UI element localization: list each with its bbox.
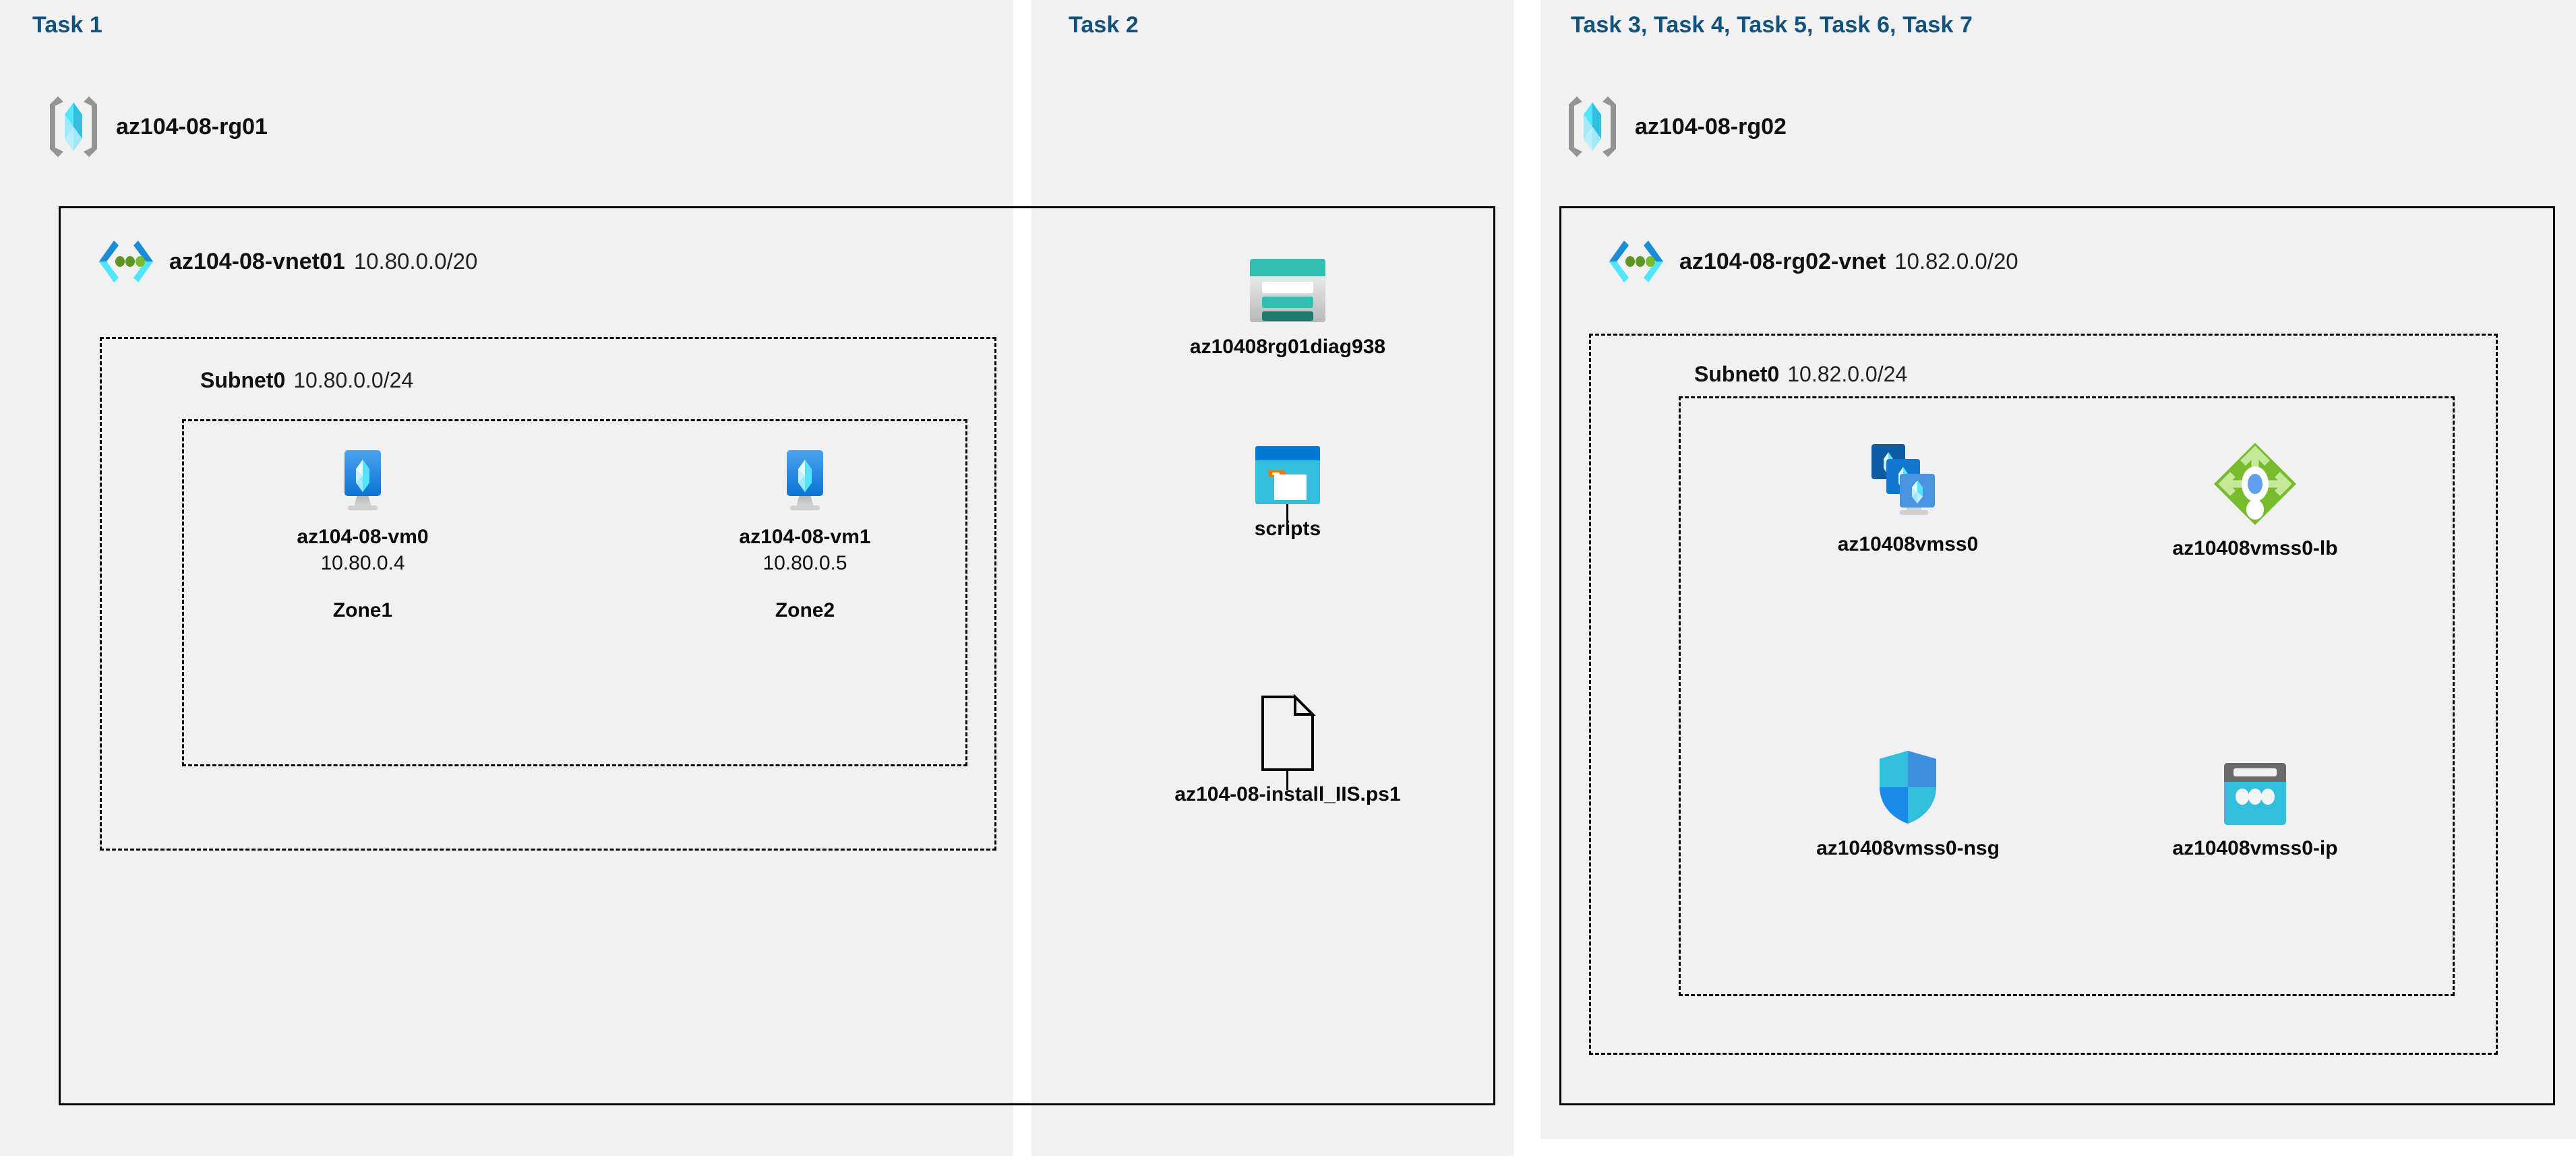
panel-task2 <box>1031 0 1514 1156</box>
public-ip-address-icon <box>2220 762 2290 826</box>
network-security-group-icon <box>1874 748 1942 826</box>
subnet01-inner-boundary <box>182 419 967 766</box>
virtual-machine-icon <box>773 445 837 515</box>
vm-scale-set-icon <box>1861 441 1955 522</box>
vm0-ip: 10.80.0.4 <box>320 552 405 575</box>
task3-heading: Task 3, Task 4, Task 5, Task 6, Task 7 <box>1571 12 1973 38</box>
blob-container-icon <box>1253 445 1323 507</box>
task2-heading: Task 2 <box>1069 12 1139 38</box>
storage-account-node: az10408rg01diag938 <box>1187 256 1389 360</box>
panel-task3 <box>1540 0 2576 1139</box>
blob-container-name: scripts <box>1254 518 1321 540</box>
load-balancer-icon <box>2213 441 2298 526</box>
subnet01-cidr: 10.80.0.0/24 <box>293 368 414 392</box>
ps1-file-node: az104-08-install_IIS.ps1 <box>1153 694 1422 807</box>
panel-task1 <box>0 0 1013 1156</box>
vm1-ip: 10.80.0.5 <box>762 552 847 575</box>
resource-group-rg01: az104-08-rg01 <box>49 94 268 159</box>
subnet02-inner-boundary <box>1679 396 2455 996</box>
load-balancer-node: az10408vmss0-lb <box>2103 441 2407 561</box>
storage-account-name: az10408rg01diag938 <box>1189 336 1386 358</box>
vm0-zone: Zone1 <box>332 599 393 622</box>
vnet02-header: az104-08-rg02-vnet 10.82.0.0/20 <box>1608 239 2018 284</box>
vnet01-cidr: 10.80.0.0/20 <box>353 249 478 274</box>
subnet01-header: Subnet0 10.80.0.0/24 <box>200 368 413 393</box>
task1-heading: Task 1 <box>32 12 102 38</box>
subnet02-outer-boundary <box>1589 334 2498 1055</box>
public-ip-name: az10408vmss0-ip <box>2172 837 2338 859</box>
nsg-name: az10408vmss0-nsg <box>1816 837 2000 859</box>
virtual-network-icon <box>98 239 154 284</box>
vnet01-container <box>59 206 1495 1105</box>
vnet02-container <box>1559 206 2555 1105</box>
file-icon <box>1259 694 1317 772</box>
storage-account-icon <box>1247 256 1328 325</box>
vm-node-vm1: az104-08-vm1 10.80.0.5 Zone2 <box>711 445 899 622</box>
blob-container-node: scripts <box>1187 445 1389 542</box>
resource-group-rg02: az104-08-rg02 <box>1567 94 1787 159</box>
virtual-network-icon <box>1608 239 1665 284</box>
resource-group-icon <box>1567 94 1617 159</box>
nsg-node: az10408vmss0-nsg <box>1760 748 2056 861</box>
vnet02-cidr: 10.82.0.0/20 <box>1894 249 2018 274</box>
subnet02-name: Subnet0 <box>1694 362 1780 386</box>
vm-node-vm0: az104-08-vm0 10.80.0.4 Zone1 <box>268 445 457 622</box>
load-balancer-name: az10408vmss0-lb <box>2172 537 2338 559</box>
vmss-name: az10408vmss0 <box>1837 533 1979 555</box>
vm1-name: az104-08-vm1 <box>739 526 871 548</box>
vnet02-name: az104-08-rg02-vnet <box>1679 248 1886 274</box>
subnet02-header: Subnet0 10.82.0.0/24 <box>1694 362 1907 387</box>
vnet01-name: az104-08-vnet01 <box>169 248 345 274</box>
resource-group-rg01-label: az104-08-rg01 <box>116 113 268 140</box>
vnet01-header: az104-08-vnet01 10.80.0.0/20 <box>98 239 477 284</box>
public-ip-node: az10408vmss0-ip <box>2110 762 2400 861</box>
vm0-name: az104-08-vm0 <box>297 526 429 548</box>
resource-group-rg02-label: az104-08-rg02 <box>1635 113 1787 140</box>
vmss-node: az10408vmss0 <box>1766 441 2049 557</box>
virtual-machine-icon <box>330 445 395 515</box>
ps1-file-name: az104-08-install_IIS.ps1 <box>1174 783 1401 805</box>
subnet01-outer-boundary <box>100 337 996 851</box>
subnet02-cidr: 10.82.0.0/24 <box>1787 362 1908 386</box>
resource-group-icon <box>49 94 98 159</box>
subnet01-name: Subnet0 <box>200 368 286 392</box>
vm1-zone: Zone2 <box>775 599 835 622</box>
